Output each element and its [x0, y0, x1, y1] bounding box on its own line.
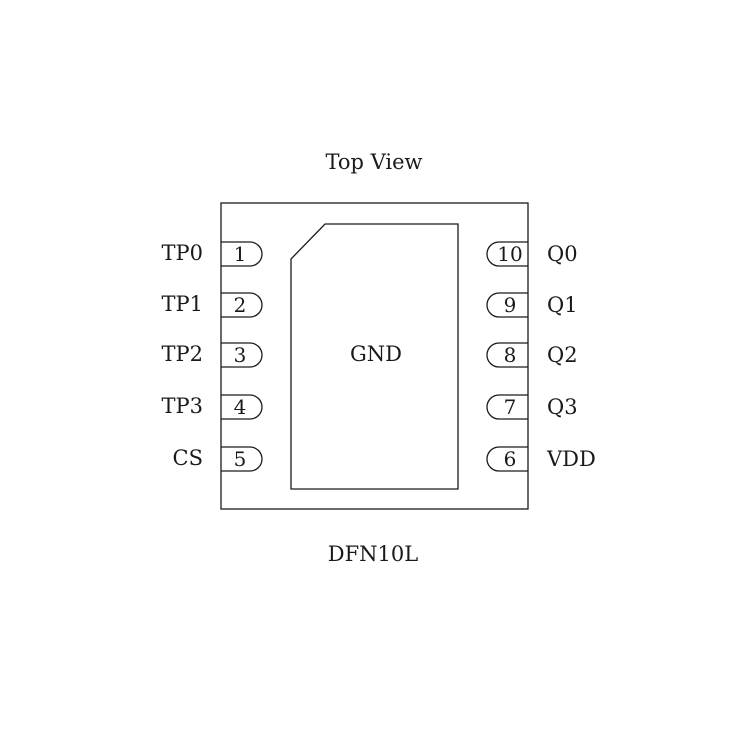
pin-pad [221, 342, 263, 368]
center-pad-label: GND [350, 342, 402, 366]
pin-pad [221, 446, 263, 472]
pin-number: 3 [234, 343, 247, 367]
pin-name: Q2 [547, 343, 578, 367]
package-body [220, 202, 529, 510]
pin-number: 1 [234, 242, 247, 266]
pin-name: CS [173, 446, 203, 470]
pin-number: 6 [504, 447, 517, 471]
pin-number: 10 [497, 242, 522, 266]
pin-number: 5 [234, 447, 247, 471]
diagram-title: Top View [325, 150, 422, 174]
pin-name: VDD [546, 447, 596, 471]
pin-name: Q0 [547, 242, 578, 266]
pin-name: TP2 [162, 342, 204, 366]
pin-number: 8 [504, 343, 517, 367]
pin-name: TP1 [162, 292, 204, 316]
pin-group: 1 TP0 2 TP1 3 TP2 4 TP3 5 CS 10 Q0 9 Q1 8 Q2 7 Q3 6 VDD [162, 241, 596, 472]
pin-pad [486, 241, 528, 267]
pin-pad [221, 292, 263, 318]
pin-pad [221, 394, 263, 420]
pin-name: TP3 [162, 394, 204, 418]
pin-number: 2 [234, 293, 247, 317]
pin-number: 9 [504, 293, 517, 317]
pin-pad [221, 241, 263, 267]
pin-pad [486, 394, 528, 420]
pin-pad [486, 292, 528, 318]
pin-pad [486, 446, 528, 472]
pin-number: 7 [504, 395, 517, 419]
pin-pad [486, 342, 528, 368]
pin-number: 4 [234, 395, 247, 419]
exposed-ground-pad [290, 223, 459, 490]
package-name: DFN10L [328, 542, 419, 566]
pin-name: Q1 [547, 293, 578, 317]
pin-name: Q3 [547, 395, 578, 419]
pin-name: TP0 [162, 241, 204, 265]
